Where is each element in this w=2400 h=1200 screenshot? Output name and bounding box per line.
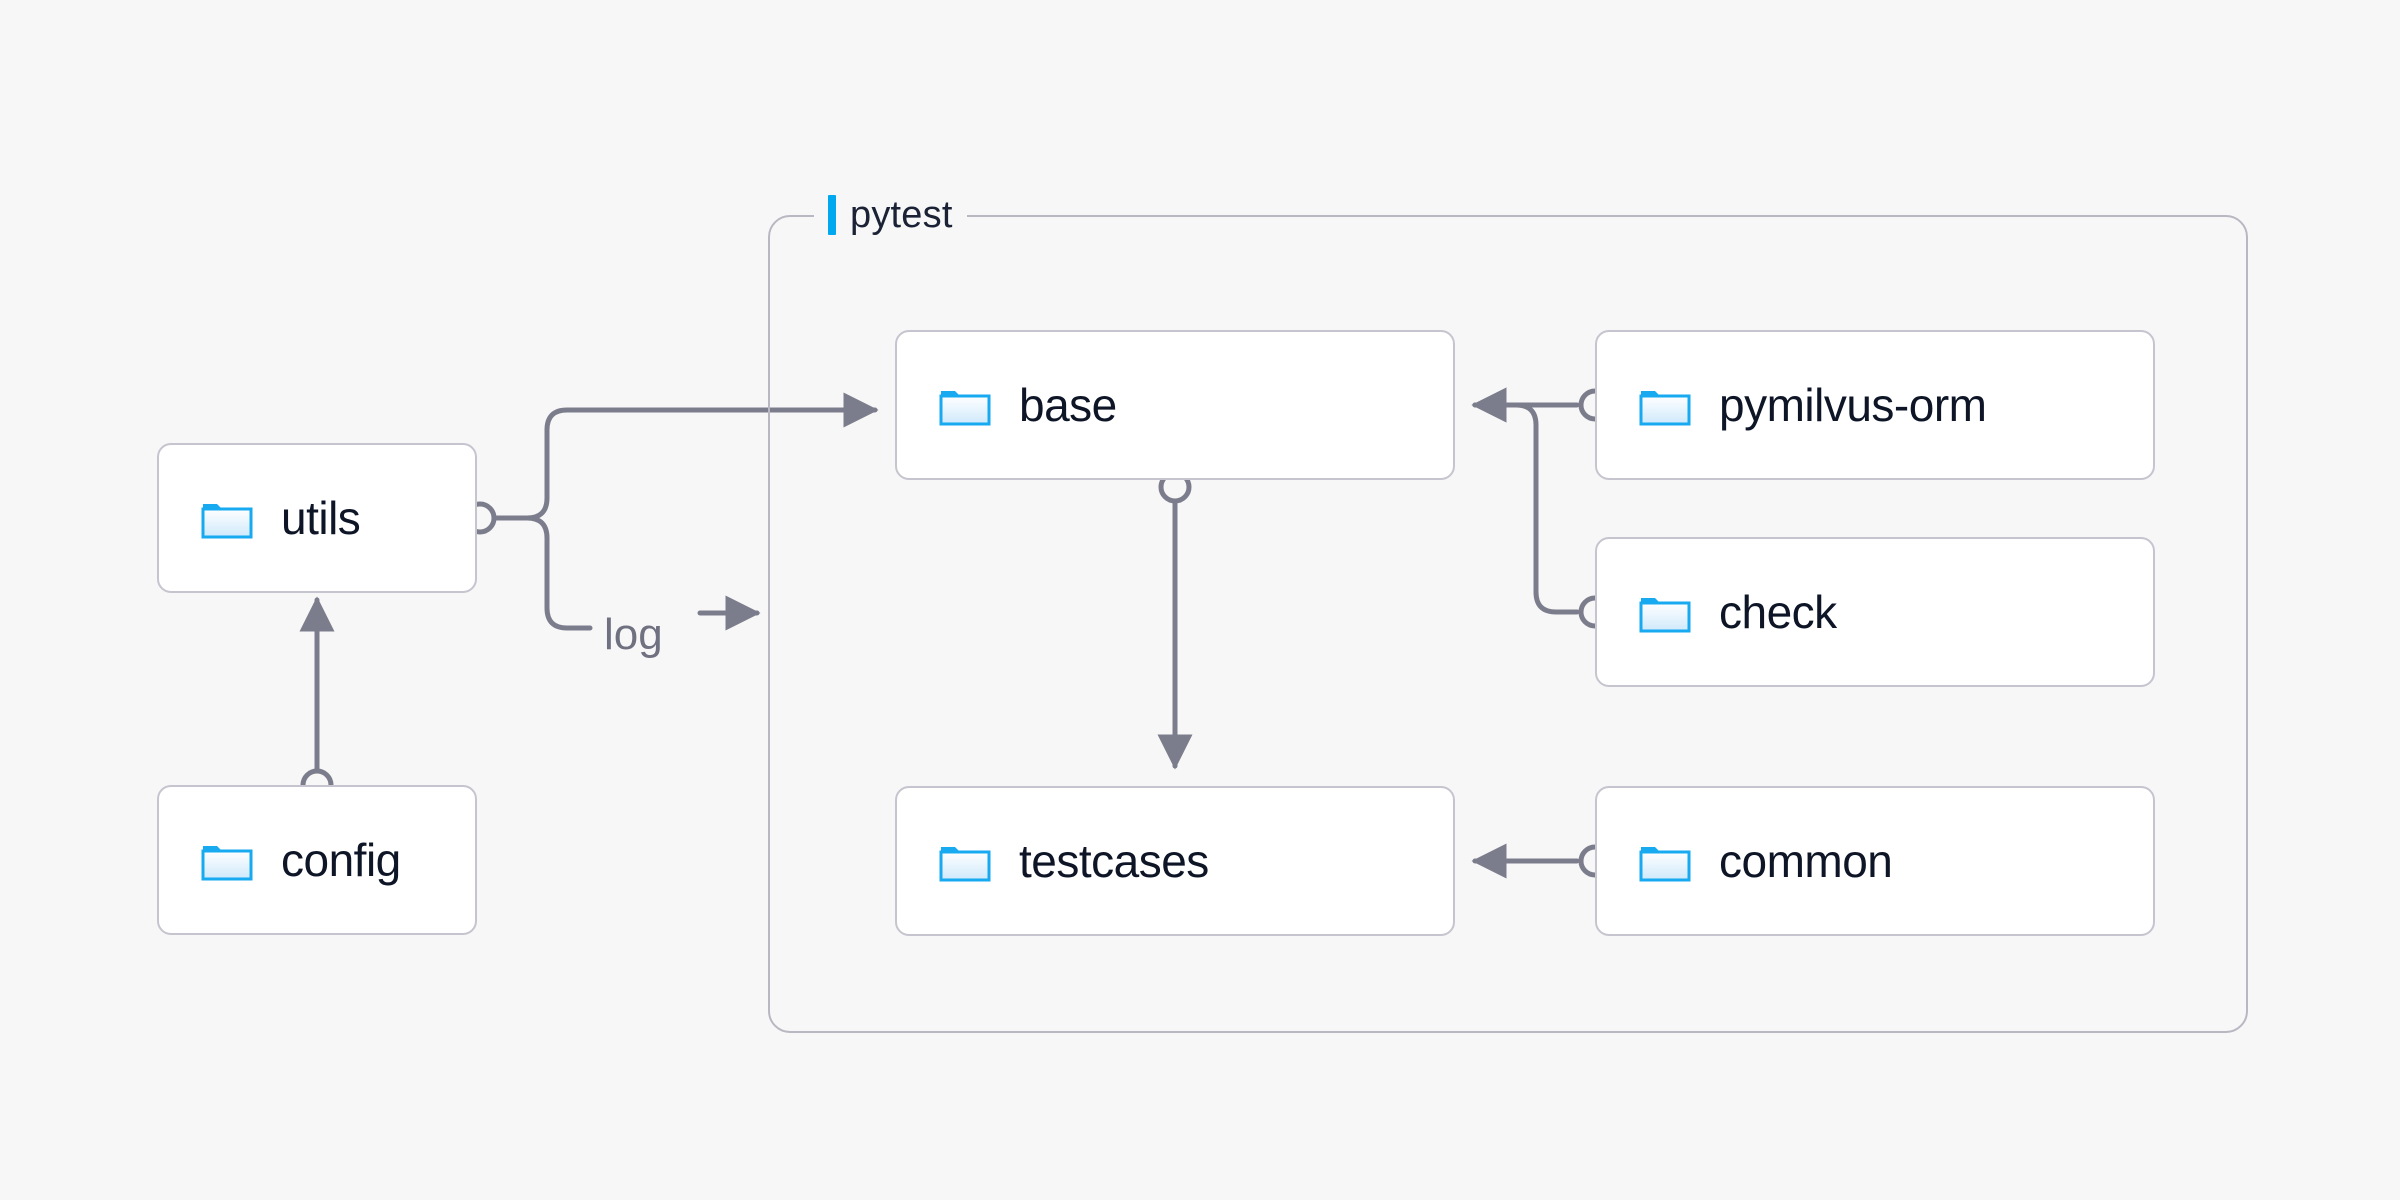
node-base[interactable]: base — [895, 330, 1455, 480]
node-pymilvus-orm[interactable]: pymilvus-orm — [1595, 330, 2155, 480]
node-label: pymilvus-orm — [1719, 379, 1987, 431]
folder-icon — [201, 504, 253, 539]
node-config[interactable]: config — [157, 785, 477, 935]
node-label: config — [281, 834, 401, 886]
edge-utils-to-log — [494, 515, 593, 631]
node-common[interactable]: common — [1595, 786, 2155, 936]
node-label: common — [1719, 835, 1893, 887]
group-pytest-label-wrap: pytest — [814, 193, 967, 237]
folder-icon — [1639, 847, 1691, 882]
group-label: pytest — [850, 193, 953, 236]
node-testcases[interactable]: testcases — [895, 786, 1455, 936]
node-check[interactable]: check — [1595, 537, 2155, 687]
folder-icon — [939, 847, 991, 882]
node-utils[interactable]: utils — [157, 443, 477, 593]
node-label: utils — [281, 492, 361, 544]
node-label: base — [1019, 379, 1117, 431]
edge-label-log: log — [604, 610, 663, 659]
group-pytest[interactable] — [768, 215, 2248, 1033]
group-accent-bar — [828, 195, 836, 235]
folder-icon — [1639, 598, 1691, 633]
node-label: testcases — [1019, 835, 1209, 887]
folder-icon — [201, 846, 253, 881]
folder-icon — [1639, 391, 1691, 426]
node-label: check — [1719, 586, 1837, 638]
folder-icon — [939, 391, 991, 426]
